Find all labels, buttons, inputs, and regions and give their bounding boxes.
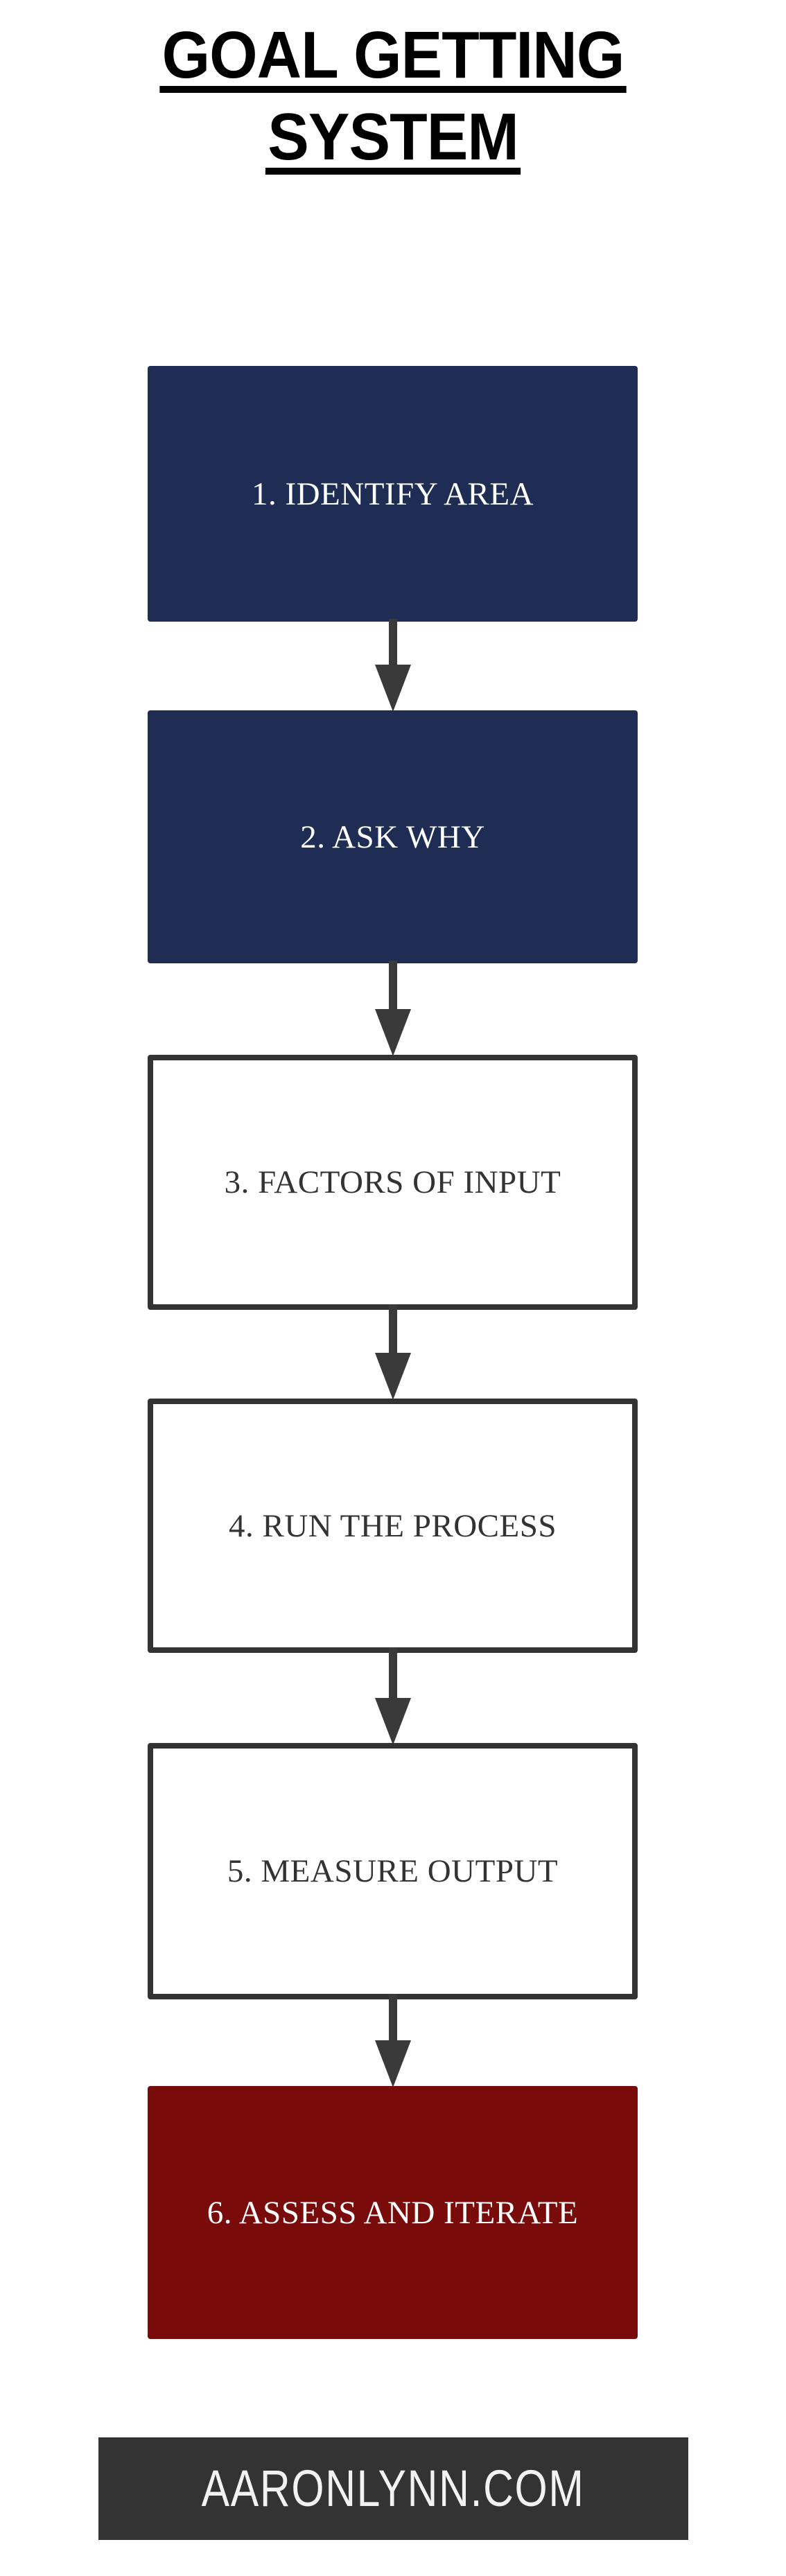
arrow-head-down-icon — [375, 1353, 411, 1400]
flow-node-1-identify-area[interactable]: 1. IDENTIFY AREA — [148, 366, 638, 622]
flow-node-3-factors-of-input[interactable]: 3. FACTORS OF INPUT — [148, 1055, 638, 1310]
flow-node-2-label: 2. ASK WHY — [300, 818, 485, 855]
arrow-head-down-icon — [375, 1009, 411, 1056]
flow-node-5-measure-output[interactable]: 5. MEASURE OUTPUT — [148, 1743, 638, 1999]
arrow-shaft — [389, 1995, 397, 2043]
page-title-line-1: GOAL GETTING — [28, 15, 759, 97]
flow-arrow-3-to-4 — [375, 1304, 411, 1400]
flow-arrow-1-to-2 — [375, 619, 411, 712]
page-title-line-2: SYSTEM — [28, 97, 759, 179]
flow-node-5-label: 5. MEASURE OUTPUT — [227, 1853, 559, 1889]
page-title-line-2-text: SYSTEM — [265, 97, 521, 179]
footer-website-text: AARONLYNN.COM — [202, 2460, 585, 2517]
arrow-head-down-icon — [375, 1698, 411, 1745]
flow-node-2-ask-why[interactable]: 2. ASK WHY — [148, 710, 638, 963]
arrow-shaft — [389, 1648, 397, 1701]
arrow-shaft — [389, 619, 397, 667]
arrow-head-down-icon — [375, 2040, 411, 2087]
footer-watermark-bar[interactable]: AARONLYNN.COM — [98, 2437, 688, 2540]
flow-arrow-2-to-3 — [375, 961, 411, 1056]
flow-node-3-label: 3. FACTORS OF INPUT — [224, 1164, 561, 1200]
arrow-shaft — [389, 961, 397, 1012]
arrow-shaft — [389, 1304, 397, 1356]
flow-node-4-run-the-process[interactable]: 4. RUN THE PROCESS — [148, 1399, 638, 1653]
flow-node-1-label: 1. IDENTIFY AREA — [251, 475, 534, 512]
page-title: GOAL GETTING SYSTEM — [0, 15, 786, 179]
flow-node-6-label: 6. ASSESS AND ITERATE — [207, 2194, 579, 2231]
page-title-line-1-text: GOAL GETTING — [159, 15, 627, 97]
flow-arrow-5-to-6 — [375, 1995, 411, 2087]
flow-arrow-4-to-5 — [375, 1648, 411, 1745]
flow-node-4-label: 4. RUN THE PROCESS — [228, 1507, 557, 1544]
flow-node-6-assess-and-iterate[interactable]: 6. ASSESS AND ITERATE — [148, 2086, 638, 2339]
arrow-head-down-icon — [375, 665, 411, 712]
